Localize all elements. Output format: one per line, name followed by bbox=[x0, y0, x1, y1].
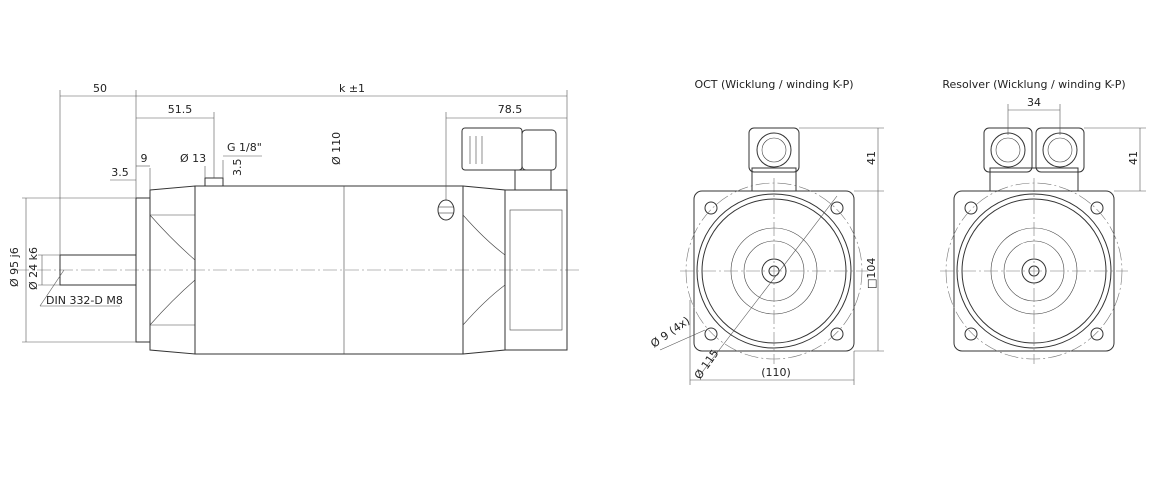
rear-curve-top bbox=[462, 214, 506, 256]
dim-flange-step: 9 bbox=[141, 152, 148, 165]
dim-thread: G 1/8" bbox=[227, 141, 262, 154]
resolver-dim-connector-height: 41 bbox=[1127, 151, 1140, 165]
leader-hole bbox=[659, 329, 706, 351]
side-view: 50 k ±1 51.5 78.5 3.5 9 Ø 13 G 1/8" 3.5 … bbox=[8, 82, 580, 355]
housing-screw bbox=[437, 199, 455, 221]
resolver-bolt-hole bbox=[964, 201, 978, 215]
thread-note: DIN 332-D M8 bbox=[46, 294, 123, 307]
dim-flange-to-plug: 51.5 bbox=[168, 103, 193, 116]
oct-dim-bolt-circle: Ø 115 bbox=[692, 347, 722, 382]
oct-connector-body bbox=[748, 127, 800, 173]
dim-body-dia: Ø 110 bbox=[330, 132, 343, 165]
dim-connector: 78.5 bbox=[498, 103, 523, 116]
resolver-bolt-hole bbox=[964, 327, 978, 341]
oct-bolt-hole bbox=[830, 201, 844, 215]
connector-head bbox=[521, 129, 557, 171]
g18-plug bbox=[204, 177, 224, 187]
resolver-view: Resolver (Wicklung / winding K-P) 34 41 bbox=[940, 78, 1146, 364]
dim-shaft-dia: Ø 24 k6 bbox=[27, 247, 40, 290]
dim-total-length: k ±1 bbox=[339, 82, 365, 95]
oct-bolt-hole bbox=[830, 327, 844, 341]
resolver-bolt-hole bbox=[1090, 201, 1104, 215]
dim-plug-dia: Ø 13 bbox=[180, 152, 206, 165]
rear-cover bbox=[504, 189, 568, 351]
rear-cover-inner bbox=[509, 209, 563, 331]
oct-connector-ring bbox=[756, 132, 792, 168]
oct-bolt-hole bbox=[704, 327, 718, 341]
resolver-dim-connector-spacing: 34 bbox=[1027, 96, 1041, 109]
oct-dim-connector-height: 41 bbox=[865, 151, 878, 165]
connector-body bbox=[461, 127, 523, 171]
dim-flange-thickness: 3.5 bbox=[111, 166, 129, 179]
flange-curve-top bbox=[149, 214, 196, 261]
dim-plug-height: 3.5 bbox=[231, 159, 244, 177]
oct-connector-base bbox=[751, 167, 797, 192]
resolver-connector-inner-right bbox=[1047, 137, 1073, 163]
oct-dim-square: □104 bbox=[865, 258, 878, 289]
leader-din bbox=[39, 269, 65, 307]
resolver-connector-base bbox=[989, 167, 1079, 192]
oct-connector-inner bbox=[761, 137, 787, 163]
dim-pilot-dia: Ø 95 j6 bbox=[8, 247, 21, 287]
flange-curve-bottom bbox=[149, 279, 196, 326]
oct-dim-width: (110) bbox=[761, 366, 791, 379]
dim-shaft-length: 50 bbox=[93, 82, 107, 95]
motor-housing bbox=[194, 185, 464, 355]
oct-view: OCT (Wicklung / winding K-P) 41 □104 bbox=[648, 78, 884, 385]
resolver-title: Resolver (Wicklung / winding K-P) bbox=[942, 78, 1125, 91]
oct-dim-hole: Ø 9 (4x) bbox=[648, 314, 692, 350]
connector-base bbox=[514, 169, 552, 191]
oct-title: OCT (Wicklung / winding K-P) bbox=[694, 78, 853, 91]
dim-line-115 bbox=[699, 195, 838, 376]
oct-bolt-hole bbox=[704, 201, 718, 215]
resolver-bolt-hole bbox=[1090, 327, 1104, 341]
resolver-connector-inner-left bbox=[995, 137, 1021, 163]
rear-curve-bottom bbox=[462, 284, 506, 326]
